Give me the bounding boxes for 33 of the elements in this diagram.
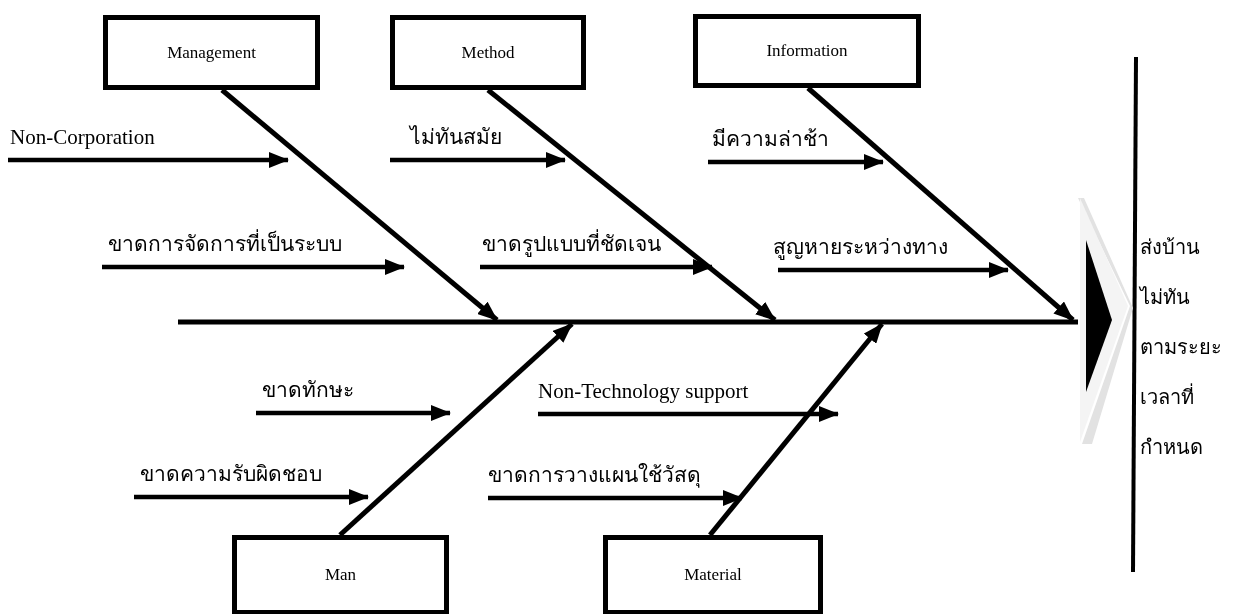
spine-line [178, 319, 1078, 325]
effect-text: ส่งบ้านไม่ทันตามระยะเวลาที่กำหนด [1140, 235, 1223, 460]
category-box: Information [693, 14, 921, 88]
arrow [778, 262, 1009, 278]
cause-label: ขาดทักษะ [262, 377, 354, 403]
category-box: Method [390, 15, 586, 90]
arrow [8, 152, 289, 168]
bone-arrow [708, 322, 884, 537]
arrow [256, 405, 451, 421]
arrow [134, 489, 369, 505]
bone-arrow [806, 86, 1075, 322]
cause-label: ขาดความรับผิดชอบ [140, 461, 322, 487]
category-box: Management [103, 15, 320, 90]
cause-label: มีความล่าช้า [712, 126, 829, 152]
arrow [102, 259, 405, 275]
arrow [538, 406, 839, 422]
cause-label: ขาดการวางแผนใช้วัสดุ [488, 462, 701, 488]
cause-label: สูญหายระหว่างทาง [773, 234, 948, 260]
bone-arrow [486, 88, 777, 322]
cause-label: Non-Corporation [10, 124, 155, 150]
cause-label: ไม่ทันสมัย [410, 124, 502, 150]
arrow [480, 259, 713, 275]
cause-label: Non-Technology support [538, 378, 749, 404]
cause-label: ขาดรูปแบบที่ชัดเจน [482, 231, 661, 257]
category-box: Man [232, 535, 449, 614]
category-box: Material [603, 535, 823, 614]
fish-head-arrow [1078, 198, 1134, 444]
bone-arrow [220, 88, 499, 322]
bone-arrow [338, 322, 574, 537]
arrow [708, 154, 884, 170]
cause-label: ขาดการจัดการที่เป็นระบบ [108, 231, 342, 257]
arrow [390, 152, 566, 168]
arrow [488, 490, 743, 506]
